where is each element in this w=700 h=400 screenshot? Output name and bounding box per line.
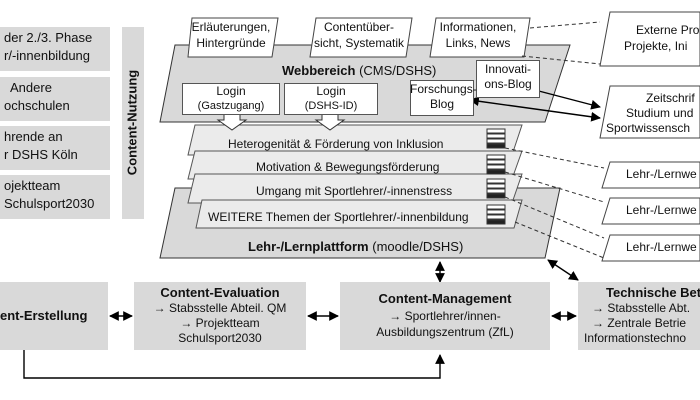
note-erlaeuterungen-line1: Erläuterungen, bbox=[191, 20, 271, 34]
content-erstellung-box bbox=[0, 282, 108, 350]
technische-betreuung-title: Technische Bet bbox=[606, 285, 700, 300]
theme-plane-4 bbox=[195, 199, 523, 229]
technische-betreuung-line1: → Stabsstelle Abt. bbox=[592, 301, 691, 315]
user-group-4-line1: ojektteam bbox=[4, 178, 61, 193]
lernplattform-title-sub: (moodle/DSHS) bbox=[372, 239, 464, 254]
innovations-blog-box[interactable] bbox=[476, 60, 540, 98]
user-group-2-line2: ochschulen bbox=[4, 98, 70, 113]
forschungs-blog-box[interactable] bbox=[410, 80, 474, 116]
lernplattform-title-main: Lehr-/Lernplattform bbox=[248, 239, 369, 254]
forschungs-blog-line1: Forschungs- bbox=[410, 82, 477, 96]
user-group-box-4 bbox=[0, 175, 110, 219]
user-group-3-line1: hrende an bbox=[4, 129, 63, 144]
content-evaluation-line2: → Projektteam bbox=[180, 316, 260, 330]
theme-inklusion: Heterogenität & Förderung von Inklusion bbox=[228, 137, 444, 151]
note-contentuebersicht bbox=[309, 17, 413, 58]
user-group-box-2 bbox=[0, 77, 110, 121]
login-dshs-label: Login bbox=[316, 84, 346, 98]
zeitschrift-line1: Zeitschrif bbox=[646, 91, 695, 105]
note-contentuebersicht-line2: sicht, Systematik bbox=[313, 36, 405, 50]
right-box-externe bbox=[599, 11, 700, 67]
login-dshs-sub: (DSHS-ID) bbox=[304, 100, 358, 112]
lernwelt-2: Lehr-/Lernwe bbox=[626, 203, 697, 217]
webbereich-title: Webbereich (CMS/DSHS) bbox=[282, 63, 437, 79]
user-group-box-1 bbox=[0, 27, 110, 71]
innovations-blog-line1: Innovati- bbox=[484, 62, 532, 76]
content-evaluation-line3: Schulsport2030 bbox=[178, 331, 262, 345]
login-gastzugang-label: Login bbox=[216, 84, 246, 98]
webbereich-title-sub: (CMS/DSHS) bbox=[359, 63, 437, 78]
document-stack-icons bbox=[486, 128, 506, 225]
dashed-connectors bbox=[504, 21, 605, 259]
login-callouts bbox=[216, 113, 346, 131]
content-nutzung-label: Content-Nutzung bbox=[124, 69, 140, 176]
content-management-line2: Ausbildungszentrum (ZfL) bbox=[376, 325, 514, 339]
content-erstellung-label: ent-Erstellung bbox=[0, 308, 88, 323]
right-box-lern-2 bbox=[601, 197, 700, 225]
content-evaluation-title: Content-Evaluation bbox=[160, 285, 280, 300]
user-group-4-line2: Schulsport2030 bbox=[4, 196, 95, 211]
note-informationen-line2: Links, News bbox=[445, 36, 511, 50]
theme-motivation: Motivation & Bewegungsförderung bbox=[256, 160, 440, 174]
content-evaluation-line1: → Stabsstelle Abteil. QM bbox=[153, 301, 287, 315]
technische-betreuung-line3: Informationstechno bbox=[584, 331, 687, 345]
zeitschrift-line2: Studium und bbox=[626, 106, 694, 120]
lernwelt-1: Lehr-/Lernwe bbox=[626, 167, 697, 181]
content-management-box bbox=[340, 282, 550, 350]
externe-line2: Projekte, Ini bbox=[624, 39, 688, 53]
content-evaluation-box bbox=[134, 282, 306, 350]
login-gastzugang-sub: (Gastzugang) bbox=[197, 100, 265, 112]
technische-betreuung-box bbox=[578, 282, 700, 350]
user-group-box-3 bbox=[0, 126, 110, 170]
innovations-blog-line2: ons-Blog bbox=[484, 77, 532, 91]
login-gastzugang-button[interactable] bbox=[182, 83, 280, 115]
note-erlaeuterungen bbox=[187, 17, 279, 58]
forschungs-blog-line2: Blog bbox=[429, 97, 455, 111]
note-informationen bbox=[429, 17, 531, 58]
note-erlaeuterungen-line2: Hintergründe bbox=[196, 36, 266, 50]
note-informationen-line1: Informationen, bbox=[439, 20, 517, 34]
content-management-line1: → Sportlehrer/innen- bbox=[389, 309, 501, 323]
note-contentuebersicht-line1: Contentüber- bbox=[323, 20, 395, 34]
user-group-1-line1: der 2./3. Phase bbox=[4, 30, 93, 45]
right-box-zeitschrift bbox=[599, 85, 700, 139]
login-dshs-button[interactable] bbox=[284, 83, 378, 115]
technische-betreuung-line2: → Zentrale Betrie bbox=[592, 316, 687, 330]
right-box-lern-3 bbox=[601, 234, 700, 262]
user-group-2-line1: Andere bbox=[10, 80, 52, 95]
theme-stress: Umgang mit Sportlehrer/-innenstress bbox=[256, 184, 453, 198]
user-group-1-line2: r/-innenbildung bbox=[4, 48, 91, 63]
right-box-lern-1 bbox=[601, 161, 700, 189]
zeitschrift-line3: Sportwissensch bbox=[606, 121, 691, 135]
lernplattform-title: Lehr-/Lernplattform (moodle/DSHS) bbox=[248, 239, 464, 255]
user-group-3-line2: r DSHS Köln bbox=[4, 147, 78, 162]
webbereich-title-main: Webbereich bbox=[282, 63, 356, 78]
lernwelt-3: Lehr-/Lernwe bbox=[626, 240, 697, 254]
content-management-title: Content-Management bbox=[378, 291, 512, 306]
theme-weitere: WEITERE Themen der Sportlehrer/-innenbil… bbox=[208, 210, 469, 224]
externe-line1: Externe Pro bbox=[636, 23, 700, 37]
content-nutzung-bar bbox=[122, 27, 144, 219]
